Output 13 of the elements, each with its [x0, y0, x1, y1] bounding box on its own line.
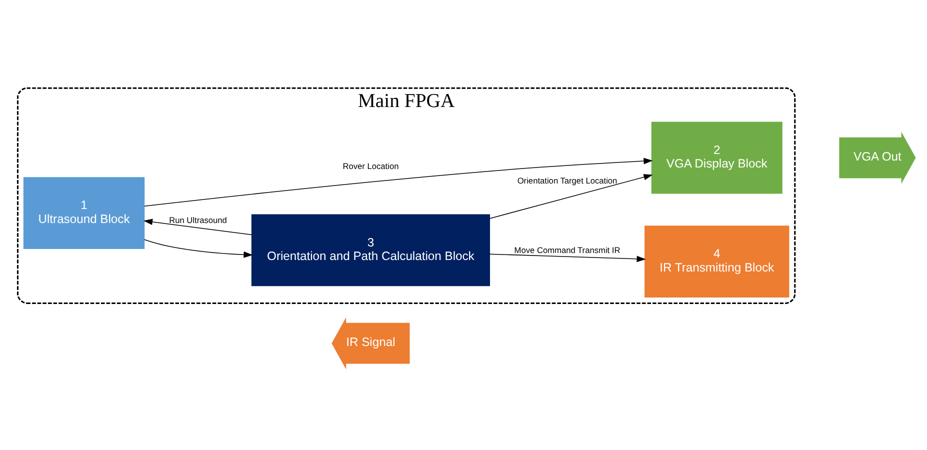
- edge-label: Rover Location: [342, 160, 399, 171]
- arrow: [144, 239, 253, 258]
- node-box: 3 Orientation and Path Calculation Block: [251, 214, 490, 286]
- arrow: [489, 174, 653, 219]
- node-box: 1 Ultrasound Block: [23, 177, 145, 250]
- arrow: [144, 158, 653, 206]
- edge-label: Move Command Transmit IR: [514, 245, 620, 256]
- edge-label: Orientation Target Location: [517, 175, 618, 186]
- edge-label: Run Ultrasound: [169, 214, 227, 225]
- node-box: 2 VGA Display Block: [651, 122, 782, 194]
- arrow: [489, 254, 646, 262]
- arrow: [143, 218, 252, 236]
- node-box: 4 IR Transmitting Block: [644, 226, 790, 298]
